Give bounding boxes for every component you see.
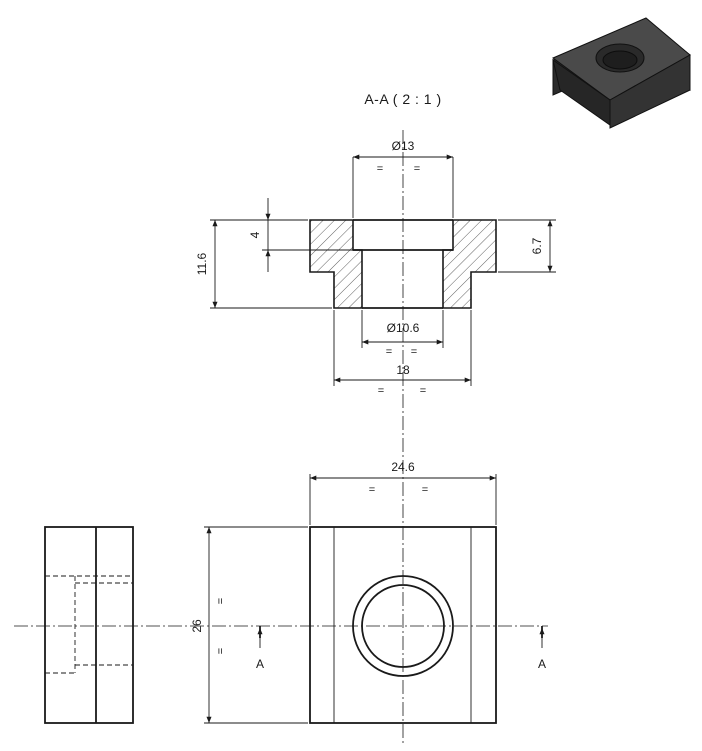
eq-width-left: = bbox=[369, 484, 375, 496]
dim-front-width: 24.6 = = bbox=[309, 460, 497, 525]
eq-bore-right: = bbox=[411, 346, 417, 358]
isometric-view bbox=[552, 17, 691, 129]
side-outline bbox=[44, 526, 134, 724]
eq-bottom-left: = bbox=[378, 385, 384, 397]
eq-top-right: = bbox=[414, 163, 420, 175]
section-marker-left-label: A bbox=[256, 657, 264, 671]
dim-front-height: 26 = = bbox=[190, 526, 308, 724]
section-marker-left: A bbox=[256, 626, 264, 671]
section-title: A-A ( 2 : 1 ) bbox=[364, 91, 441, 107]
dim-counterbore-depth: 4 bbox=[248, 198, 353, 272]
eq-height-upper: = bbox=[215, 598, 227, 604]
section-hatch-left bbox=[309, 219, 363, 309]
side-view bbox=[44, 526, 134, 724]
dim-front-width-label: 24.6 bbox=[391, 460, 415, 474]
dim-bottom-width: 18 = = bbox=[333, 310, 472, 397]
section-hatch-right bbox=[442, 219, 497, 309]
eq-bottom-right: = bbox=[420, 385, 426, 397]
dim-overall-height-label: 11.6 bbox=[195, 252, 209, 275]
iso-hole-inner bbox=[602, 50, 638, 70]
dim-flange-height-label: 6.7 bbox=[530, 237, 544, 254]
section-marker-right-label: A bbox=[538, 657, 546, 671]
eq-bore-left: = bbox=[386, 346, 392, 358]
dim-bottom-width-label: 18 bbox=[396, 363, 410, 377]
section-view bbox=[309, 130, 497, 745]
eq-width-right: = bbox=[422, 484, 428, 496]
dim-front-height-label: 26 bbox=[190, 619, 204, 633]
eq-height-lower: = bbox=[215, 648, 227, 654]
dim-overall-height: 11.6 bbox=[195, 219, 332, 309]
dim-top-diameter: Ø13 = = bbox=[352, 139, 454, 218]
dim-flange-height: 6.7 bbox=[498, 219, 556, 273]
dim-bore-diameter-label: Ø10.6 bbox=[387, 321, 420, 335]
iso-lower-right bbox=[609, 54, 691, 129]
front-outline bbox=[309, 526, 497, 724]
dim-top-diameter-label: Ø13 bbox=[392, 139, 415, 153]
eq-top-left: = bbox=[377, 163, 383, 175]
section-marker-right: A bbox=[538, 626, 546, 671]
dim-bore-diameter: Ø10.6 = = bbox=[361, 310, 444, 358]
dim-counterbore-depth-label: 4 bbox=[248, 231, 262, 238]
